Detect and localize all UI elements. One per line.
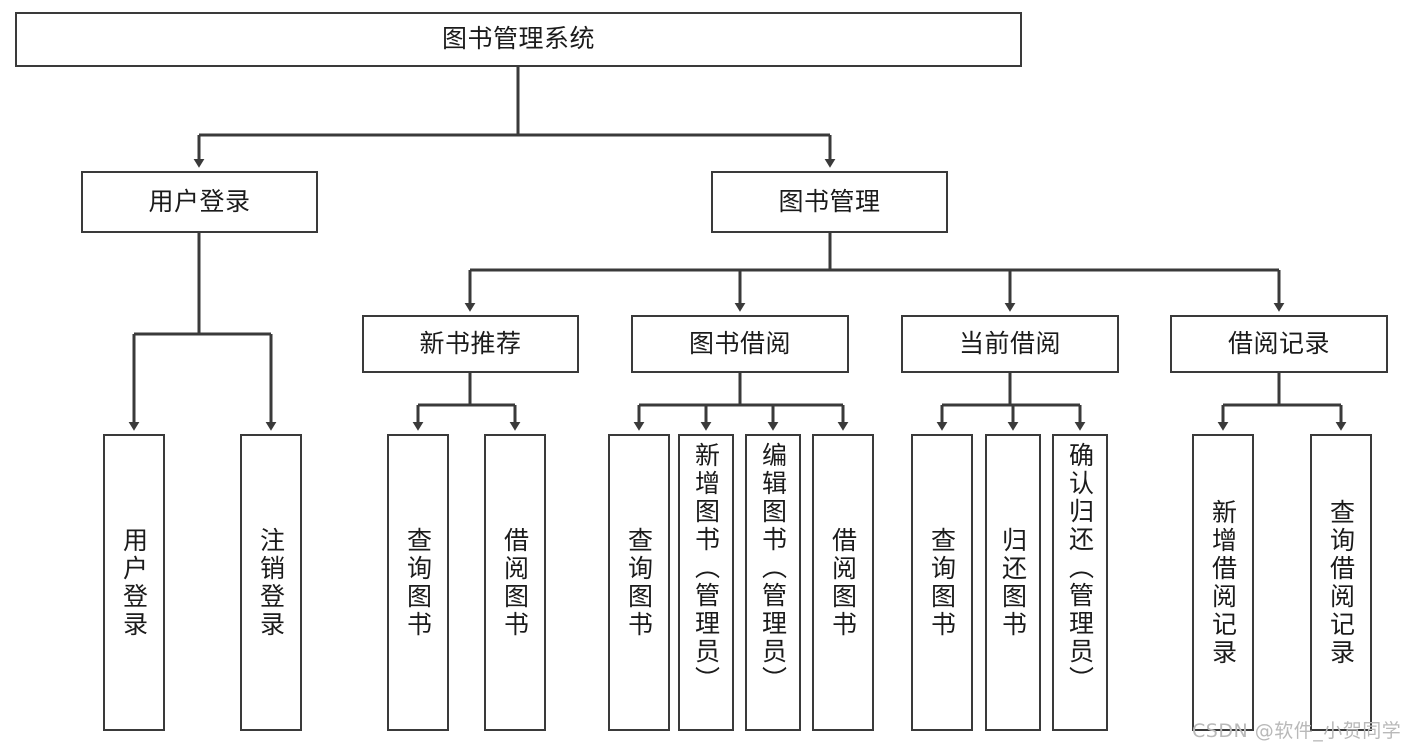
node-root-label: 图书管理系统 xyxy=(441,24,595,54)
node-leaf-12-label: 查询借阅记录 xyxy=(1326,498,1356,667)
node-leaf-1[interactable]: 注销登录 xyxy=(240,434,302,731)
node-leaf-9[interactable]: 归还图书 xyxy=(985,434,1041,731)
node-leaf-11-label: 新增借阅记录 xyxy=(1208,498,1238,667)
node-leaf-10[interactable]: 确认归还（管理员） xyxy=(1052,434,1108,731)
node-leaf-12[interactable]: 查询借阅记录 xyxy=(1310,434,1372,731)
node-leaf-6-label: 编辑图书（管理员） xyxy=(758,442,788,694)
node-leaf-0-label: 用户登录 xyxy=(119,526,149,639)
csdn-watermark: CSDN @软件_小贺同学 xyxy=(1192,720,1402,742)
node-level2-1-label: 图书管理 xyxy=(778,186,881,216)
node-level3-3[interactable]: 借阅记录 xyxy=(1170,315,1388,373)
node-level3-1[interactable]: 图书借阅 xyxy=(631,315,849,373)
node-leaf-7-label: 借阅图书 xyxy=(828,526,858,639)
node-level3-2[interactable]: 当前借阅 xyxy=(901,315,1119,373)
node-level3-0-label: 新书推荐 xyxy=(419,328,522,358)
node-leaf-7[interactable]: 借阅图书 xyxy=(812,434,874,731)
node-level2-1[interactable]: 图书管理 xyxy=(711,171,948,233)
node-leaf-10-label: 确认归还（管理员） xyxy=(1065,442,1095,694)
node-level2-0-label: 用户登录 xyxy=(148,186,251,216)
node-level3-3-label: 借阅记录 xyxy=(1227,328,1330,358)
node-leaf-0[interactable]: 用户登录 xyxy=(103,434,165,731)
node-leaf-4-label: 查询图书 xyxy=(624,526,654,639)
node-leaf-5-label: 新增图书（管理员） xyxy=(691,442,721,694)
node-level3-0[interactable]: 新书推荐 xyxy=(362,315,579,373)
node-leaf-4[interactable]: 查询图书 xyxy=(608,434,670,731)
node-leaf-1-label: 注销登录 xyxy=(256,526,286,639)
node-level3-1-label: 图书借阅 xyxy=(688,328,791,358)
node-leaf-8-label: 查询图书 xyxy=(927,526,957,639)
node-root[interactable]: 图书管理系统 xyxy=(15,12,1022,67)
node-leaf-11[interactable]: 新增借阅记录 xyxy=(1192,434,1254,731)
node-leaf-5[interactable]: 新增图书（管理员） xyxy=(678,434,734,731)
node-leaf-9-label: 归还图书 xyxy=(998,526,1028,639)
node-leaf-2[interactable]: 查询图书 xyxy=(387,434,449,731)
node-leaf-8[interactable]: 查询图书 xyxy=(911,434,973,731)
node-leaf-6[interactable]: 编辑图书（管理员） xyxy=(745,434,801,731)
node-leaf-3[interactable]: 借阅图书 xyxy=(484,434,546,731)
node-level3-2-label: 当前借阅 xyxy=(958,328,1061,358)
node-leaf-3-label: 借阅图书 xyxy=(500,526,530,639)
node-level2-0[interactable]: 用户登录 xyxy=(81,171,318,233)
node-leaf-2-label: 查询图书 xyxy=(403,526,433,639)
